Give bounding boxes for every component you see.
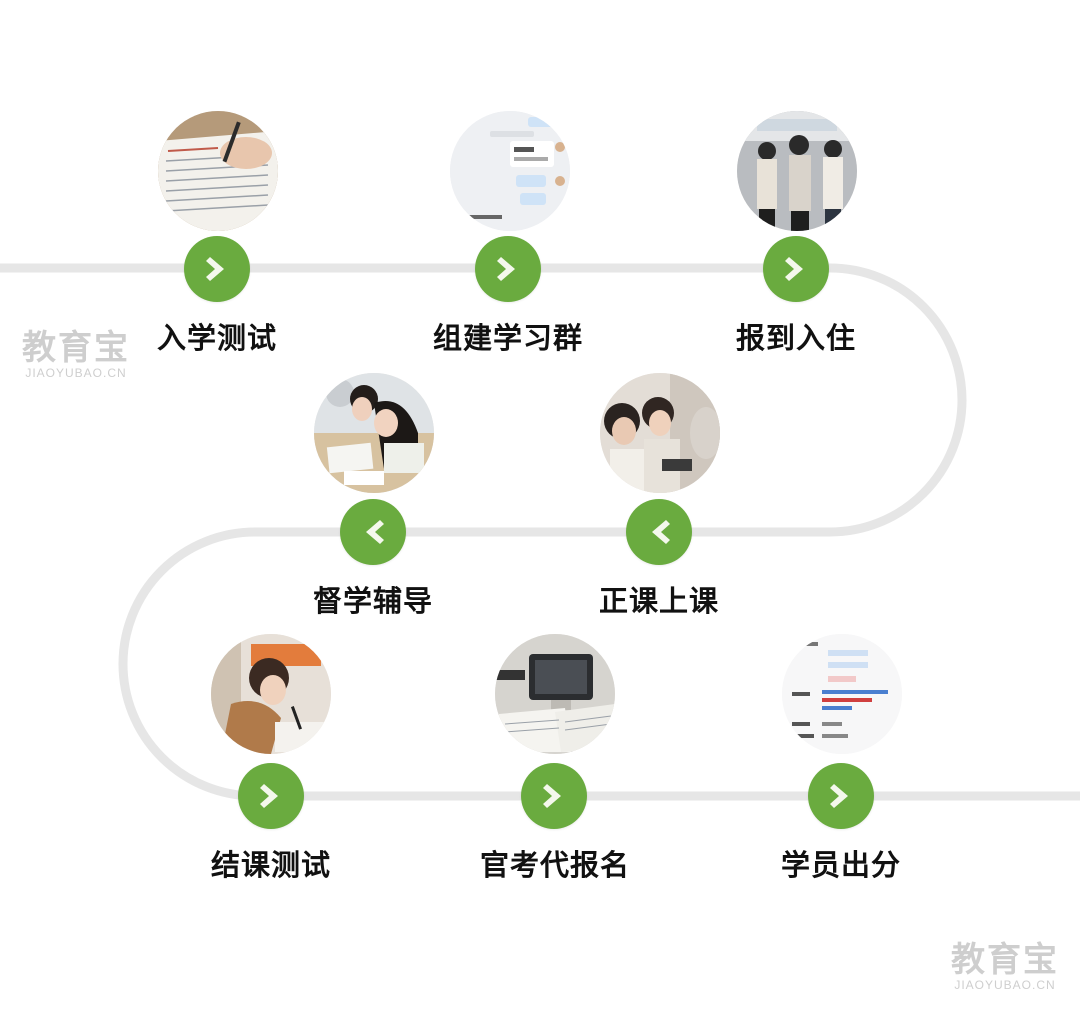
watermark-left: 教育宝 JIAOYUBAO.CN: [16, 330, 136, 380]
step-1-badge: [184, 236, 250, 302]
exam-writing-photo: [158, 111, 278, 231]
watermark-cn: 教育宝: [951, 940, 1059, 980]
chat-group-photo: [450, 111, 570, 231]
step-4-badge: [626, 499, 692, 565]
watermark-right: 教育宝 JIAOYUBAO.CN: [945, 942, 1065, 992]
step-8-badge: [808, 763, 874, 829]
step-7-badge: [521, 763, 587, 829]
step-1-label: 入学测试: [156, 321, 277, 355]
final-test-photo: [211, 634, 331, 754]
chevron-right-icon: [260, 784, 278, 808]
registration-photo: [495, 634, 615, 754]
step-3-badge: [763, 236, 829, 302]
step-3-label: 报到入住: [735, 321, 856, 355]
class-photo: [600, 373, 720, 493]
step-2-badge: [475, 236, 541, 302]
watermark-cn: 教育宝: [22, 328, 130, 368]
step-6-label: 结课测试: [210, 848, 331, 882]
chevron-right-icon: [497, 257, 515, 281]
chevron-right-icon: [543, 784, 561, 808]
step-8-label: 学员出分: [780, 848, 901, 882]
score-result-photo: [782, 634, 902, 754]
step-4-label: 正课上课: [598, 584, 719, 618]
step-6-badge: [238, 763, 304, 829]
chevron-left-icon: [652, 520, 670, 544]
step-5-badge: [340, 499, 406, 565]
chevron-right-icon: [206, 257, 224, 281]
step-5-label: 督学辅导: [312, 584, 433, 618]
step-2-label: 组建学习群: [432, 321, 583, 355]
check-in-photo: [737, 111, 857, 231]
tutoring-photo: [314, 373, 434, 493]
watermark-en: JIAOYUBAO.CN: [25, 366, 127, 380]
step-7-label: 官考代报名: [479, 848, 630, 882]
chevron-right-icon: [785, 257, 803, 281]
chevron-right-icon: [830, 784, 848, 808]
chevron-left-icon: [366, 520, 384, 544]
watermark-en: JIAOYUBAO.CN: [954, 978, 1056, 992]
